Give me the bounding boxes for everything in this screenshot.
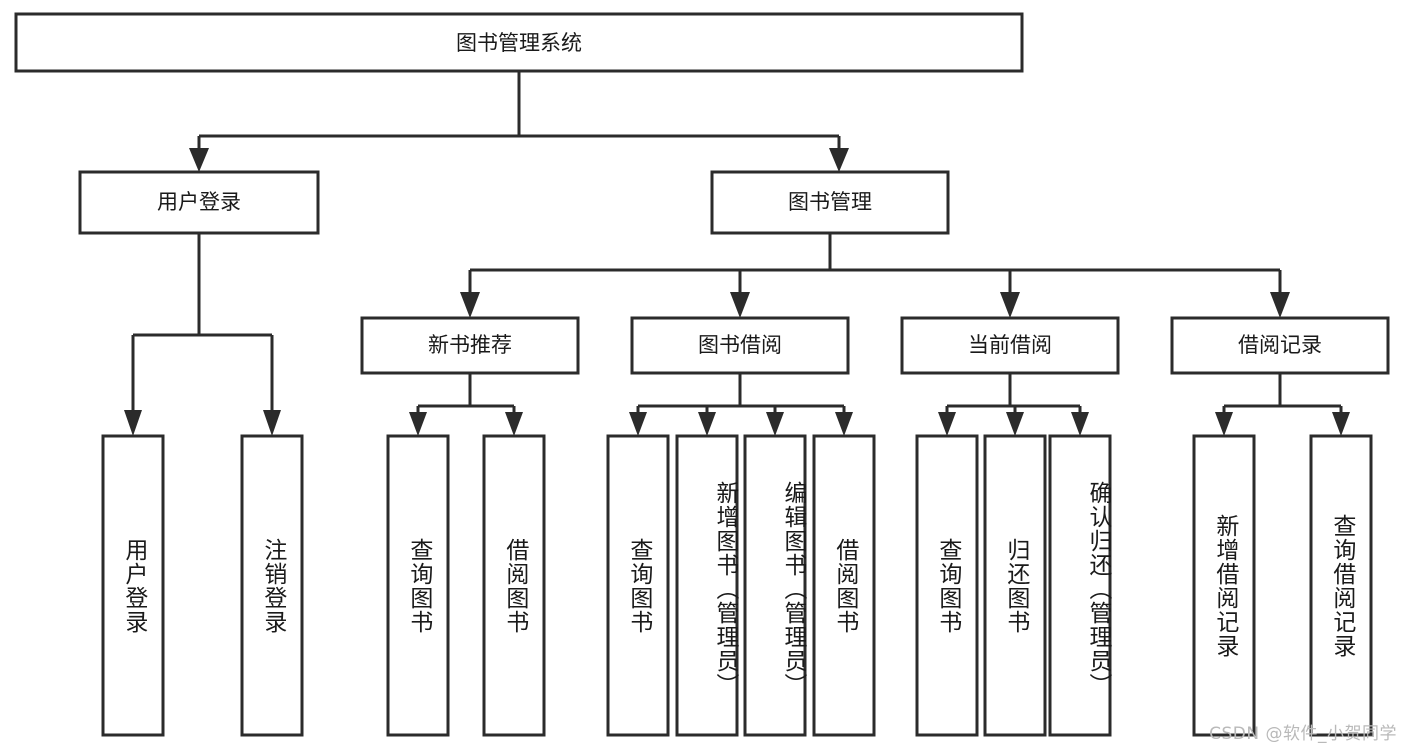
arrow-head-leaf-query-book-2 xyxy=(629,412,647,436)
node-new-book-recommend[interactable]: 新书推荐 xyxy=(360,316,580,375)
leaf-borrow-book-2-box[interactable] xyxy=(812,434,876,737)
arrow-head-leaf-edit-book xyxy=(766,412,784,436)
node-book-management-label: 图书管理 xyxy=(788,190,872,214)
node-book-borrow-box[interactable] xyxy=(630,316,850,375)
arrow-head-leaf-return-book xyxy=(1006,412,1024,436)
node-user-login-label: 用户登录 xyxy=(157,190,241,214)
arrow-head-leaf-confirm-return xyxy=(1071,412,1089,436)
arrow-head-leaf-query-record xyxy=(1332,412,1350,436)
arrow-head-book-borrow xyxy=(730,292,750,318)
node-book-borrow[interactable]: 图书借阅 xyxy=(630,316,850,375)
node-root-box[interactable] xyxy=(14,12,1024,73)
node-current-borrow[interactable]: 当前借阅 xyxy=(900,316,1120,375)
arrow-head-user-login xyxy=(189,148,209,172)
leaf-query-book-3-box[interactable] xyxy=(915,434,979,737)
leaf-user-login-box[interactable] xyxy=(101,434,165,737)
node-current-borrow-label: 当前借阅 xyxy=(968,333,1052,357)
arrow-head-leaf-logout xyxy=(263,410,281,436)
leaf-query-book-1-box[interactable] xyxy=(386,434,450,737)
node-book-management[interactable]: 图书管理 xyxy=(710,170,950,235)
arrow-head-leaf-query-book-1 xyxy=(409,412,427,436)
node-borrow-records-label: 借阅记录 xyxy=(1238,333,1322,357)
leaf-box-layer xyxy=(101,434,1373,737)
leaf-confirm-return-box[interactable] xyxy=(1048,434,1112,737)
arrow-head-borrow-records xyxy=(1270,292,1290,318)
node-borrow-records-box[interactable] xyxy=(1170,316,1390,375)
arrow-head-current-borrow xyxy=(1000,292,1020,318)
arrow-head-book-management xyxy=(829,148,849,172)
arrow-head-leaf-borrow-book-1 xyxy=(505,412,523,436)
connector-layer xyxy=(124,71,1350,436)
leaf-query-book-2-box[interactable] xyxy=(606,434,670,737)
leaf-query-record-box[interactable] xyxy=(1309,434,1373,737)
node-user-login[interactable]: 用户登录 xyxy=(78,170,320,235)
arrow-head-leaf-borrow-book-2 xyxy=(835,412,853,436)
node-current-borrow-box[interactable] xyxy=(900,316,1120,375)
arrow-head-new-book-recommend xyxy=(460,292,480,318)
node-borrow-records[interactable]: 借阅记录 xyxy=(1170,316,1390,375)
node-book-management-box[interactable] xyxy=(710,170,950,235)
csdn-watermark: CSDN @软件_小贺同学 xyxy=(1209,724,1397,744)
arrow-head-leaf-user-login xyxy=(124,410,142,436)
arrow-head-leaf-query-book-3 xyxy=(938,412,956,436)
node-new-book-recommend-box[interactable] xyxy=(360,316,580,375)
leaf-return-book-box[interactable] xyxy=(983,434,1047,737)
arrow-head-leaf-add-record xyxy=(1215,412,1233,436)
leaf-add-book-box[interactable] xyxy=(675,434,739,737)
leaf-logout-box[interactable] xyxy=(240,434,304,737)
node-user-login-box[interactable] xyxy=(78,170,320,235)
leaf-edit-book-box[interactable] xyxy=(743,434,807,737)
node-book-borrow-label: 图书借阅 xyxy=(698,333,782,357)
arrow-head-leaf-add-book xyxy=(698,412,716,436)
leaf-borrow-book-1-box[interactable] xyxy=(482,434,546,737)
node-new-book-recommend-label: 新书推荐 xyxy=(428,333,512,357)
node-root-label: 图书管理系统 xyxy=(456,31,582,55)
leaf-add-record-box[interactable] xyxy=(1192,434,1256,737)
node-root[interactable]: 图书管理系统 xyxy=(14,12,1024,73)
